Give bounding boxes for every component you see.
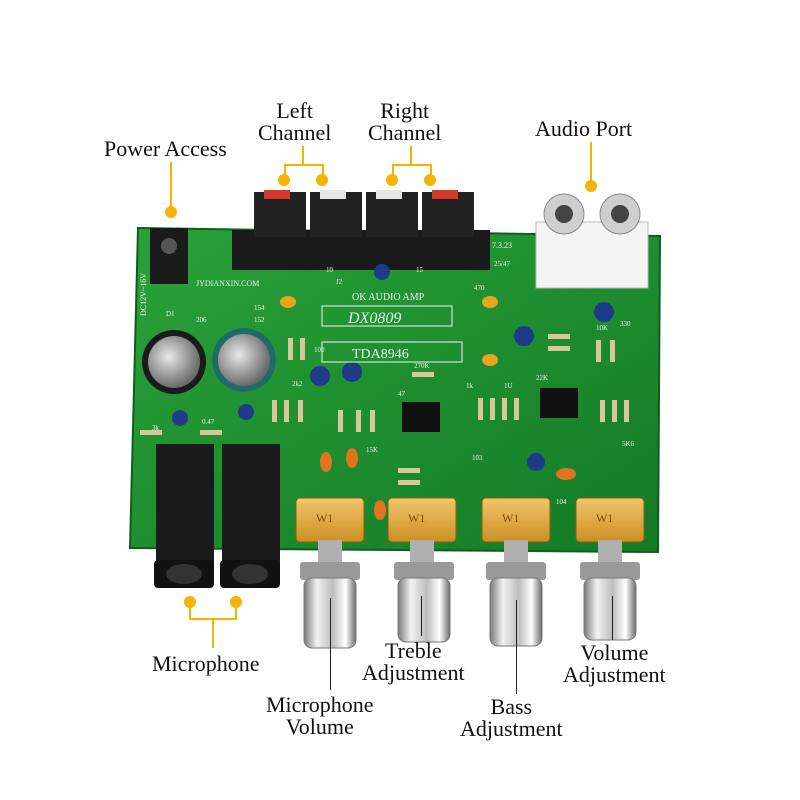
silk-100: 100 bbox=[314, 346, 325, 354]
silk-152: 152 bbox=[254, 316, 265, 324]
silk-330: 330 bbox=[620, 320, 631, 328]
label-power-access: Power Access bbox=[104, 136, 227, 161]
date-code-text: 7.3.23 bbox=[492, 241, 512, 250]
silk-470: 470 bbox=[474, 284, 485, 292]
pointer-bass-adjustment bbox=[516, 600, 517, 694]
capacitors bbox=[142, 264, 614, 471]
silk-154: 154 bbox=[254, 304, 265, 312]
label-volume-adjustment: Volume Adjustment bbox=[563, 640, 666, 687]
leader-microphone-b bbox=[235, 604, 237, 620]
leader-microphone bbox=[212, 618, 214, 648]
website-text: JYDIANXIN.COM bbox=[196, 279, 259, 288]
power-jack bbox=[150, 228, 188, 284]
dot-left-channel-b bbox=[316, 174, 328, 186]
label-audio-port: Audio Port bbox=[535, 116, 633, 141]
dot-left-channel-a bbox=[278, 174, 290, 186]
label-left-channel: Left Channel bbox=[258, 98, 332, 145]
silk-2547: 25/47 bbox=[494, 260, 510, 268]
label-microphone-volume: Microphone Volume bbox=[266, 692, 374, 739]
leader-power-access bbox=[170, 162, 172, 210]
leader-microphone-a bbox=[189, 604, 191, 620]
dot-power-access bbox=[165, 206, 177, 218]
silk-1k: 1k bbox=[466, 382, 474, 390]
silk-47: 47 bbox=[398, 390, 406, 398]
leader-right-channel-b bbox=[430, 164, 432, 176]
resistors bbox=[140, 334, 629, 485]
dot-right-channel-a bbox=[386, 174, 398, 186]
silk-1u: 1U bbox=[504, 382, 513, 390]
pointer-treble-adjustment bbox=[421, 596, 422, 636]
leader-left-channel bbox=[302, 146, 304, 164]
pot-label-2: W1 bbox=[408, 511, 425, 525]
silk-206: 206 bbox=[196, 316, 207, 324]
potentiometers: W1 W1 W1 W1 bbox=[295, 497, 645, 564]
silk-2k2: 2k2 bbox=[292, 380, 303, 388]
silk-5k6: 5K6 bbox=[622, 440, 635, 448]
microphone-jacks bbox=[154, 444, 280, 588]
dot-audio-port bbox=[585, 180, 597, 192]
silk-270k: 270K bbox=[414, 362, 430, 370]
amp-title-text: OK AUDIO AMP bbox=[352, 292, 425, 303]
knobs bbox=[300, 562, 640, 649]
silk-047: 0.47 bbox=[202, 418, 215, 426]
label-treble-adjustment: Treble Adjustment bbox=[362, 638, 465, 685]
board-silkscreen: JYDIANXIN.COM OK AUDIO AMP DX0809 TDA894… bbox=[139, 241, 635, 506]
pot-label-3: W1 bbox=[502, 511, 519, 525]
silk-j2: J2 bbox=[336, 278, 343, 286]
dot-microphone-b bbox=[230, 596, 242, 608]
silk-22k: 22K bbox=[536, 374, 548, 382]
leader-right-channel-a bbox=[392, 164, 394, 176]
speaker-terminal-block bbox=[232, 190, 490, 270]
silk-104: 104 bbox=[556, 498, 567, 506]
silk-10k: 10K bbox=[596, 324, 608, 332]
pointer-microphone-volume bbox=[330, 598, 331, 690]
ic-chips bbox=[402, 388, 578, 432]
silk-d1: D1 bbox=[166, 310, 175, 318]
label-bass-adjustment: Bass Adjustment bbox=[460, 694, 563, 741]
pot-label-4: W1 bbox=[596, 511, 613, 525]
ceramic-capacitors bbox=[280, 296, 576, 520]
chip-text: TDA8946 bbox=[352, 347, 409, 362]
leader-right-channel bbox=[410, 146, 412, 164]
silk-15: 15 bbox=[416, 266, 424, 274]
label-microphone: Microphone bbox=[152, 651, 260, 676]
label-right-channel: Right Channel bbox=[368, 98, 442, 145]
bracket-right-channel bbox=[392, 164, 432, 166]
leader-left-channel-a bbox=[284, 164, 286, 176]
dot-microphone-a bbox=[184, 596, 196, 608]
leader-audio-port bbox=[590, 142, 592, 184]
bracket-left-channel bbox=[284, 164, 324, 166]
rca-audio-ports bbox=[535, 193, 649, 289]
power-rating-text: DC12V~16V bbox=[139, 273, 148, 316]
silk-103: 103 bbox=[472, 454, 483, 462]
dot-right-channel-b bbox=[424, 174, 436, 186]
leader-left-channel-b bbox=[322, 164, 324, 176]
silk-3k: 3k bbox=[152, 424, 160, 432]
silk-15k: 15K bbox=[366, 446, 378, 454]
pointer-volume-adjustment bbox=[612, 596, 613, 640]
model-text: DX0809 bbox=[347, 310, 401, 327]
silk-10: 10 bbox=[326, 266, 334, 274]
pot-label-1: W1 bbox=[316, 511, 333, 525]
